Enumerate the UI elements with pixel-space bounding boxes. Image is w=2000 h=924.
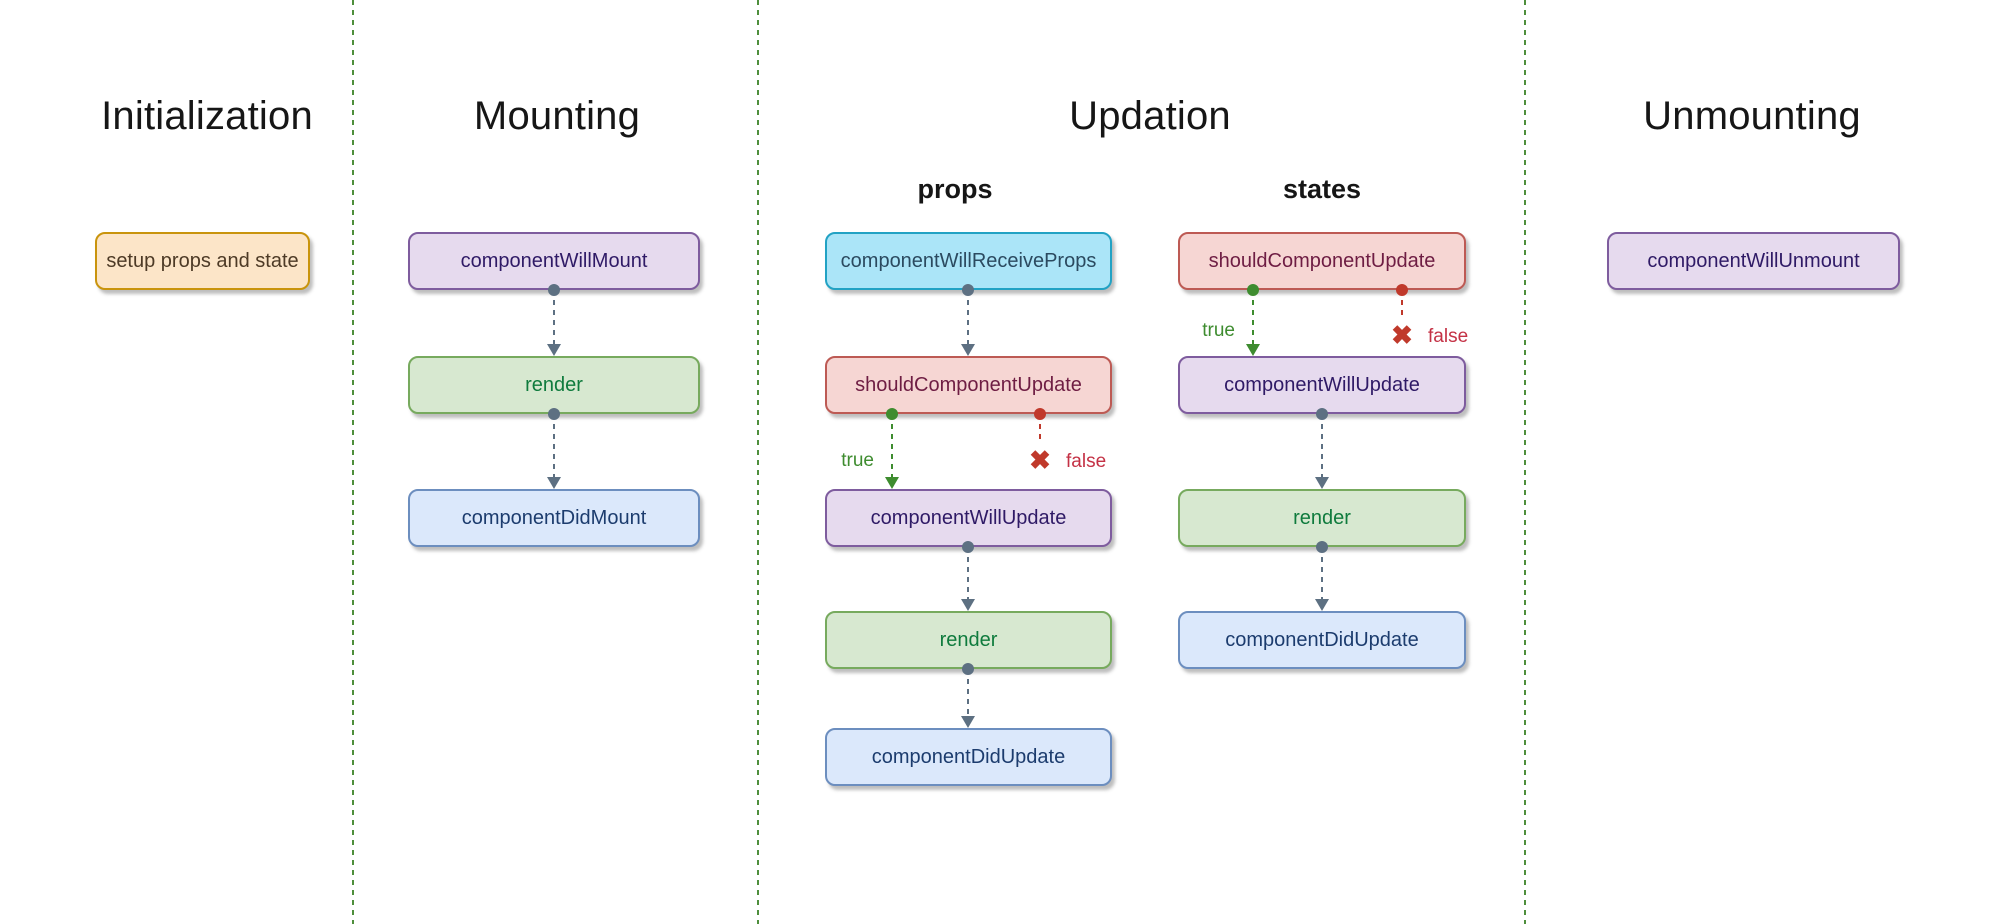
node-render-states: render bbox=[1178, 489, 1466, 547]
section-title-initialization: Initialization bbox=[101, 94, 313, 138]
section-title-unmounting: Unmounting bbox=[1643, 94, 1861, 138]
subheader-states: states bbox=[1282, 174, 1362, 204]
flow-line bbox=[553, 290, 555, 346]
flow-line bbox=[553, 414, 555, 479]
node-componentwillmount: componentWillMount bbox=[408, 232, 700, 290]
node-componentdidupdate-states: componentDidUpdate bbox=[1178, 611, 1466, 669]
section-title-updation: Updation bbox=[1069, 94, 1231, 138]
flow-line-true bbox=[891, 414, 893, 479]
flow-line bbox=[967, 290, 969, 346]
subheader-props: props bbox=[917, 174, 993, 204]
flow-line-false bbox=[1039, 414, 1041, 444]
node-render-mounting: render bbox=[408, 356, 700, 414]
flow-line bbox=[1321, 414, 1323, 479]
arrowhead-icon bbox=[1315, 477, 1329, 489]
arrowhead-icon bbox=[885, 477, 899, 489]
false-x-icon: ✖ bbox=[1391, 320, 1413, 350]
branch-label-false: false bbox=[1428, 326, 1469, 347]
section-divider bbox=[1524, 0, 1526, 924]
arrowhead-icon bbox=[547, 477, 561, 489]
node-componentwillunmount: componentWillUnmount bbox=[1607, 232, 1900, 290]
node-componentwillreceiveprops: componentWillReceiveProps bbox=[825, 232, 1112, 290]
arrowhead-icon bbox=[1315, 599, 1329, 611]
section-title-mounting: Mounting bbox=[473, 94, 641, 138]
arrowhead-icon bbox=[1246, 344, 1260, 356]
section-divider bbox=[757, 0, 759, 924]
flow-line-false bbox=[1401, 290, 1403, 318]
arrowhead-icon bbox=[961, 716, 975, 728]
node-shouldcomponentupdate-props: shouldComponentUpdate bbox=[825, 356, 1112, 414]
arrowhead-icon bbox=[961, 599, 975, 611]
false-x-icon: ✖ bbox=[1029, 445, 1051, 475]
flow-line bbox=[1321, 547, 1323, 599]
branch-label-false: false bbox=[1066, 451, 1107, 472]
node-componentwillupdate-props: componentWillUpdate bbox=[825, 489, 1112, 547]
branch-label-true: true bbox=[841, 450, 874, 471]
branch-label-true: true bbox=[1202, 320, 1235, 341]
node-shouldcomponentupdate-states: shouldComponentUpdate bbox=[1178, 232, 1466, 290]
flow-line-true bbox=[1252, 290, 1254, 346]
node-componentdidmount: componentDidMount bbox=[408, 489, 700, 547]
node-render-props: render bbox=[825, 611, 1112, 669]
flow-line bbox=[967, 669, 969, 716]
arrowhead-icon bbox=[547, 344, 561, 356]
section-divider bbox=[352, 0, 354, 924]
flow-line bbox=[967, 547, 969, 599]
arrowhead-icon bbox=[961, 344, 975, 356]
node-setup-props-and-state: setup props and state bbox=[95, 232, 310, 290]
node-componentwillupdate-states: componentWillUpdate bbox=[1178, 356, 1466, 414]
node-componentdidupdate-props: componentDidUpdate bbox=[825, 728, 1112, 786]
